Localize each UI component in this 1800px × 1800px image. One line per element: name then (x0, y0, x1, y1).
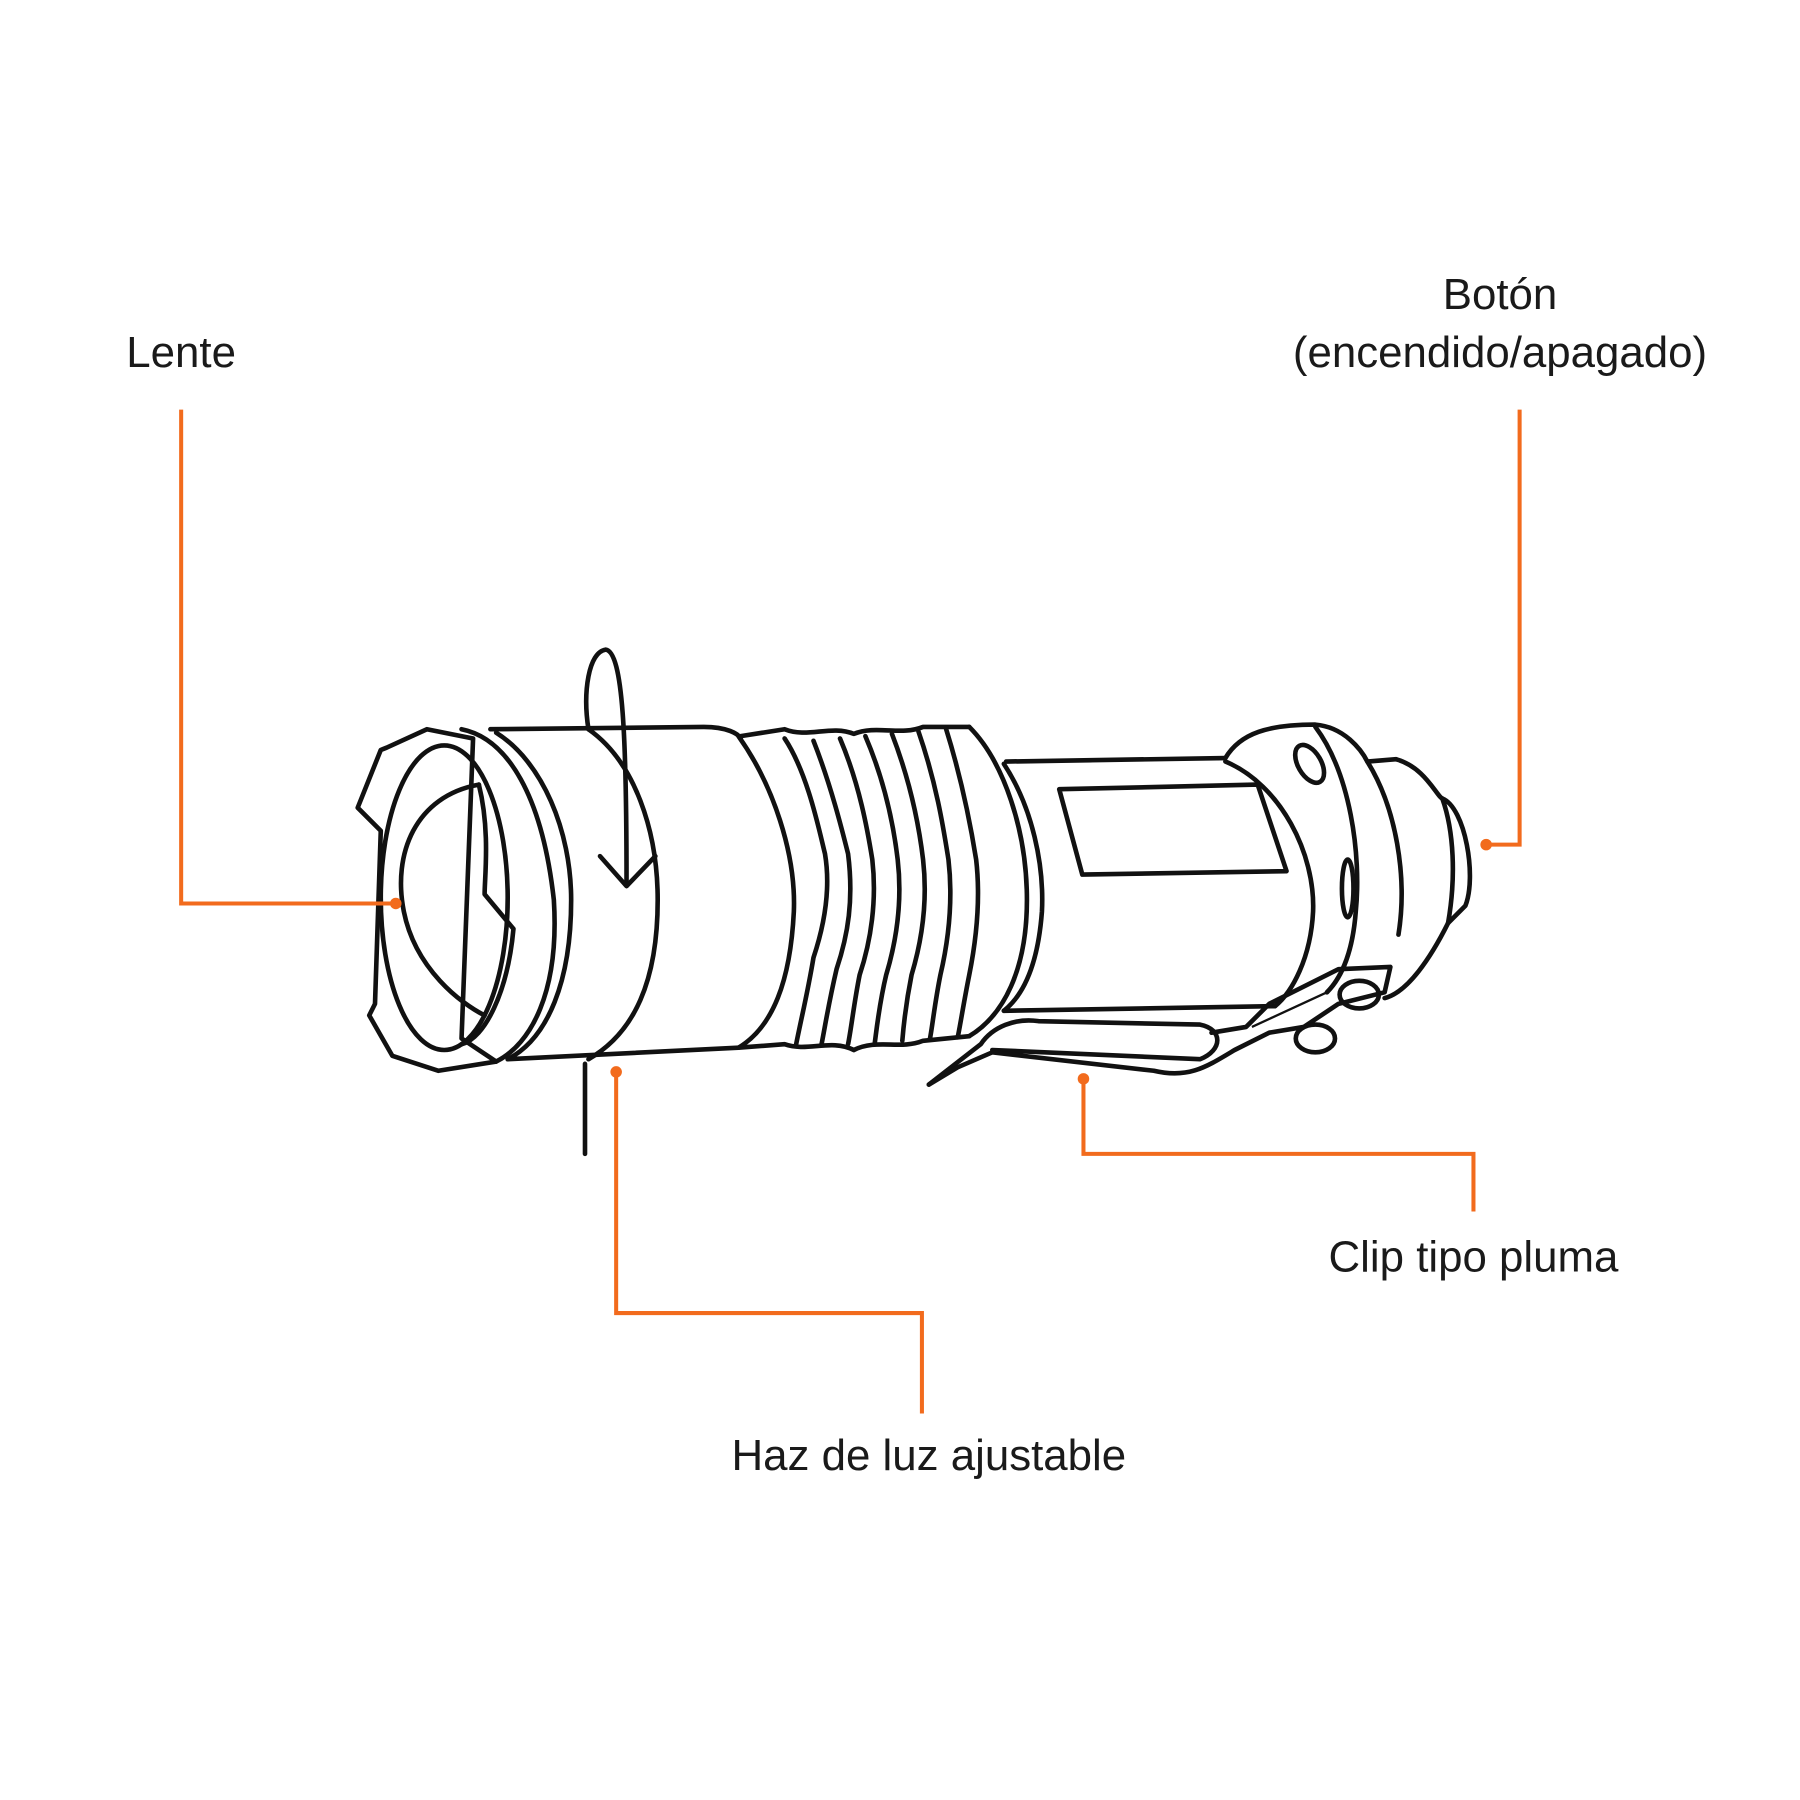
leader-lines (179, 409, 1522, 1414)
lens-leader (179, 409, 396, 906)
grip-ribs (782, 726, 981, 1047)
clip-leader (1081, 1078, 1476, 1212)
pen-clip (926, 964, 1393, 1087)
flashlight-illustration (355, 647, 1473, 1157)
beam-leader-dot (610, 1066, 622, 1078)
clip-leader-dot (1077, 1073, 1090, 1085)
lens-leader-dot (390, 897, 402, 910)
button-leader (1486, 409, 1522, 847)
beam-leader (614, 1071, 924, 1414)
button-label-line2: (encendido/apagado) (1293, 328, 1707, 377)
button-label-line1: Botón (1443, 270, 1558, 319)
lens-label: Lente (126, 328, 236, 377)
beam-label: Haz de luz ajustable (731, 1431, 1126, 1480)
button-leader-dot (1480, 838, 1492, 851)
clip-label: Clip tipo pluma (1329, 1233, 1620, 1282)
